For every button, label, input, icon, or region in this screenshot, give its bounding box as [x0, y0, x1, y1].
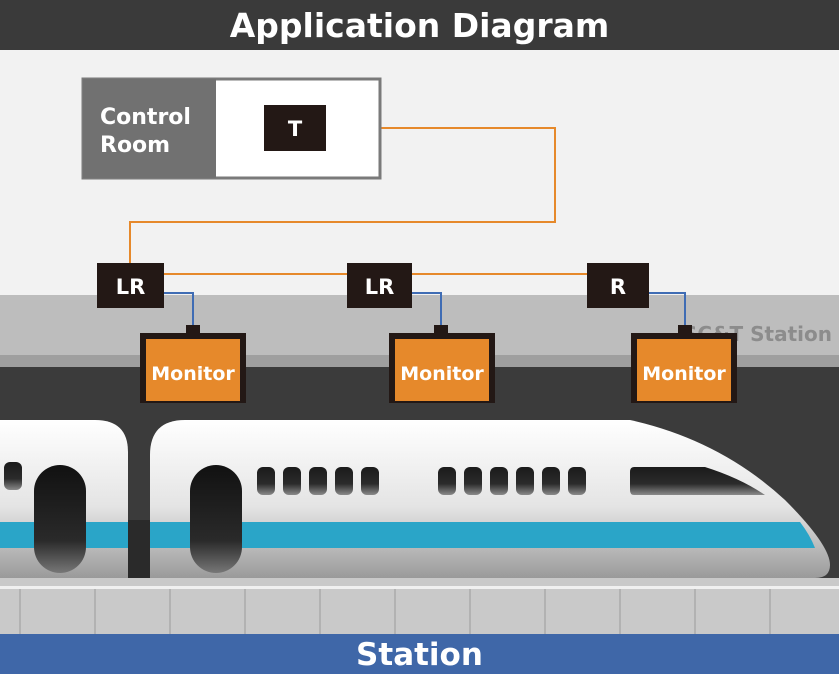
node-lr-2: LR [347, 263, 412, 308]
footer-bar [0, 634, 839, 674]
link-lr1-monitor [164, 292, 194, 326]
monitor-connector-icon [678, 325, 692, 335]
monitor-3: Monitor [631, 325, 737, 403]
control-room-label-panel [83, 79, 216, 178]
control-room-label-line1: Control [100, 105, 191, 130]
monitor-connector-icon [434, 325, 448, 335]
monitor-label: Monitor [642, 363, 726, 385]
terminal-label: T [288, 117, 303, 141]
node-label: LR [365, 275, 395, 299]
node-label: LR [116, 275, 146, 299]
monitor-label: Monitor [151, 363, 235, 385]
monitor-1: Monitor [140, 325, 246, 403]
node-label: R [610, 275, 626, 299]
monitor-label: Monitor [400, 363, 484, 385]
monitor-connector-icon [186, 325, 200, 335]
link-terminal-to-lr [129, 127, 556, 265]
page-title: Application Diagram [230, 6, 610, 45]
node-lr-1: LR [97, 263, 164, 308]
node-r: R [587, 263, 649, 308]
link-lr2-monitor [412, 292, 442, 326]
header-bar [0, 0, 839, 50]
train-graphic [0, 420, 830, 578]
footer-label: Station [356, 637, 483, 673]
terminal-node [264, 105, 326, 151]
monitor-2: Monitor [389, 325, 495, 403]
control-room: Control Room T [81, 77, 382, 180]
floor-tiles [19, 589, 771, 634]
control-room-label-line2: Room [100, 133, 170, 158]
link-r-monitor [649, 292, 686, 326]
floor-line [0, 586, 839, 589]
